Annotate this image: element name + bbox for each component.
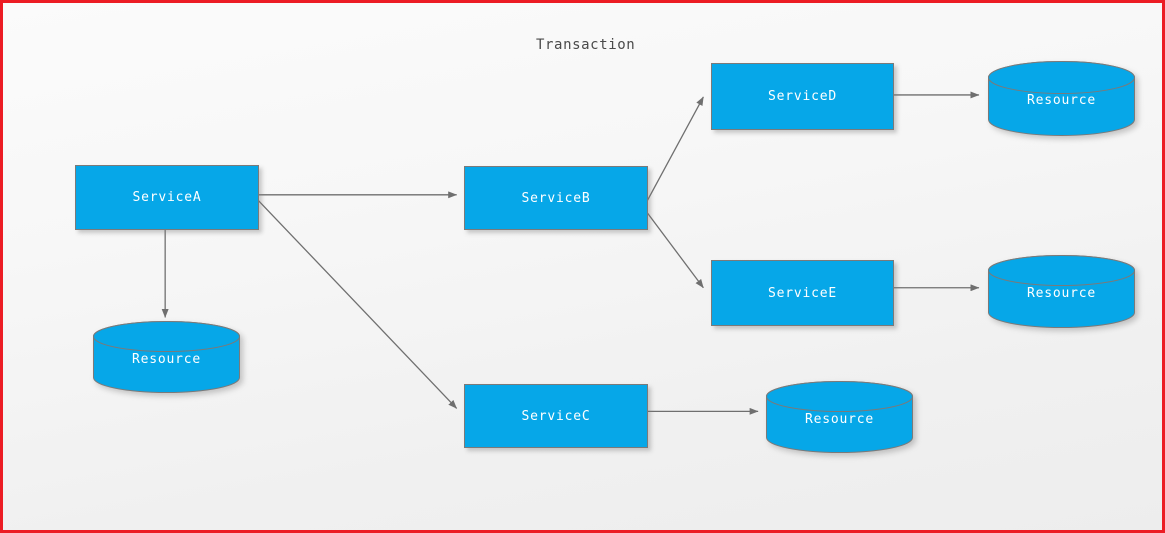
node-label: ServiceD	[767, 89, 837, 104]
edge-a-to-c	[257, 199, 458, 409]
node-serviceE[interactable]: ServiceE	[711, 260, 894, 326]
node-label: ServiceE	[767, 285, 837, 301]
node-label: ServiceA	[132, 190, 202, 205]
edges	[161, 91, 980, 415]
diagram-title: Transaction	[536, 37, 636, 53]
node-resourceA[interactable]: Resource	[93, 321, 240, 393]
node-serviceA[interactable]: ServiceA	[75, 165, 259, 230]
cylinder-shape	[766, 381, 913, 453]
node-resourceC[interactable]: Resource	[766, 381, 913, 453]
cylinder-shape	[988, 61, 1135, 136]
edge-b-to-e	[645, 210, 704, 289]
cylinder-shape	[988, 255, 1135, 328]
node-label: ServiceB	[521, 190, 591, 206]
node-resourceD[interactable]: Resource	[988, 61, 1135, 136]
node-serviceC[interactable]: ServiceC	[464, 384, 648, 448]
node-serviceD[interactable]: ServiceD	[711, 63, 894, 130]
node-label: ServiceC	[521, 408, 591, 424]
cylinder-shape	[93, 321, 240, 393]
node-resourceE[interactable]: Resource	[988, 255, 1135, 328]
node-serviceB[interactable]: ServiceB	[464, 166, 648, 230]
edge-b-to-d	[645, 96, 704, 205]
